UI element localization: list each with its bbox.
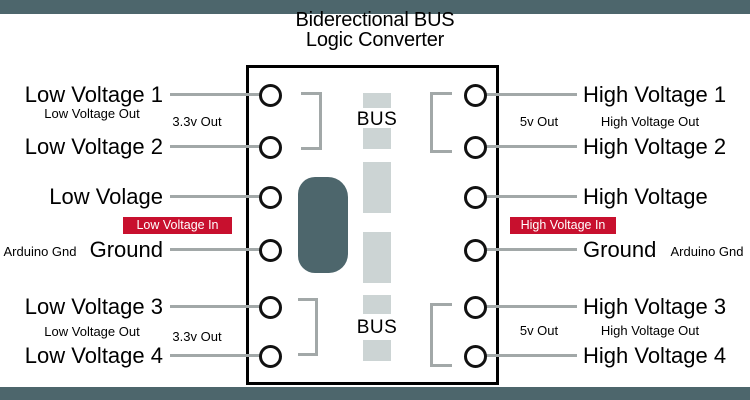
right-bottom-rail-label: 5v Out — [519, 323, 559, 338]
left-top-out-label: Low Voltage Out — [44, 106, 140, 121]
top-bar — [0, 0, 750, 14]
bracket-top-left — [301, 92, 322, 150]
pin-right-1 — [464, 84, 487, 107]
leader-left-4 — [170, 248, 271, 251]
pin-right-4 — [464, 239, 487, 262]
page-title: Biderectional BUS Logic Converter — [0, 10, 750, 50]
right-bottom-out-label: High Voltage Out — [600, 323, 700, 338]
left-pin-label-1: Low Voltage 1 — [24, 82, 163, 107]
left-pin-label-2: Low Voltage 2 — [24, 134, 163, 159]
left-bottom-out-label: Low Voltage Out — [44, 324, 140, 339]
leader-right-4 — [476, 248, 577, 251]
title-line-1: Biderectional BUS — [295, 9, 455, 31]
right-top-rail-label: 5v Out — [519, 114, 559, 129]
pin-left-3 — [259, 186, 282, 209]
bus-label-top: BUS — [356, 109, 398, 130]
pin-left-6 — [259, 345, 282, 368]
leader-left-6 — [170, 354, 271, 357]
bus-pad-4 — [363, 232, 391, 283]
bus-label-bottom: BUS — [356, 317, 398, 338]
right-pin-label-2: High Voltage 2 — [583, 134, 727, 159]
bracket-bottom-left — [298, 298, 318, 356]
leader-right-1 — [476, 93, 577, 96]
left-pin-label-5: Low Voltage 3 — [24, 294, 163, 319]
bus-pad-2 — [363, 128, 391, 149]
chip-body — [298, 177, 348, 273]
leader-left-2 — [170, 145, 271, 148]
pin-left-1 — [259, 84, 282, 107]
right-ground-note: Arduino Gnd — [670, 244, 744, 259]
pin-right-6 — [464, 345, 487, 368]
right-pin-label-4: Ground — [583, 237, 657, 262]
bus-pad-3 — [363, 162, 391, 213]
left-pin-label-4: Ground — [89, 237, 163, 262]
left-pin-label-6: Low Voltage 4 — [24, 343, 163, 368]
module-outline — [246, 65, 499, 385]
badge-low-voltage-in: Low Voltage In — [123, 217, 232, 234]
left-bottom-rail-label: 3.3v Out — [172, 329, 222, 344]
leader-left-1 — [170, 93, 271, 96]
right-pin-label-6: High Voltage 4 — [583, 343, 727, 368]
right-pin-label-5: High Voltage 3 — [583, 294, 727, 319]
left-ground-note: Arduino Gnd — [3, 244, 77, 259]
bracket-bottom-right — [430, 303, 452, 367]
pin-left-4 — [259, 239, 282, 262]
left-top-rail-label: 3.3v Out — [172, 114, 222, 129]
leader-right-3 — [476, 195, 577, 198]
leader-right-2 — [476, 145, 577, 148]
pin-right-5 — [464, 296, 487, 319]
leader-right-5 — [476, 305, 577, 308]
right-pin-label-1: High Voltage 1 — [583, 82, 727, 107]
pin-left-5 — [259, 296, 282, 319]
leader-left-5 — [170, 305, 271, 308]
left-pin-label-3: Low Volage — [49, 184, 163, 209]
pin-right-2 — [464, 136, 487, 159]
pin-right-3 — [464, 186, 487, 209]
bus-pad-5 — [363, 295, 391, 314]
badge-high-voltage-in: High Voltage In — [510, 217, 616, 234]
bus-pad-6 — [363, 340, 391, 361]
title-line-2: Logic Converter — [305, 29, 445, 51]
right-pin-label-3: High Voltage — [583, 184, 708, 209]
bracket-top-right — [430, 92, 452, 153]
leader-left-3 — [170, 195, 271, 198]
bus-pad-1 — [363, 93, 391, 108]
bottom-bar — [0, 387, 750, 400]
leader-right-6 — [476, 354, 577, 357]
right-top-out-label: High Voltage Out — [600, 114, 700, 129]
pin-left-2 — [259, 136, 282, 159]
